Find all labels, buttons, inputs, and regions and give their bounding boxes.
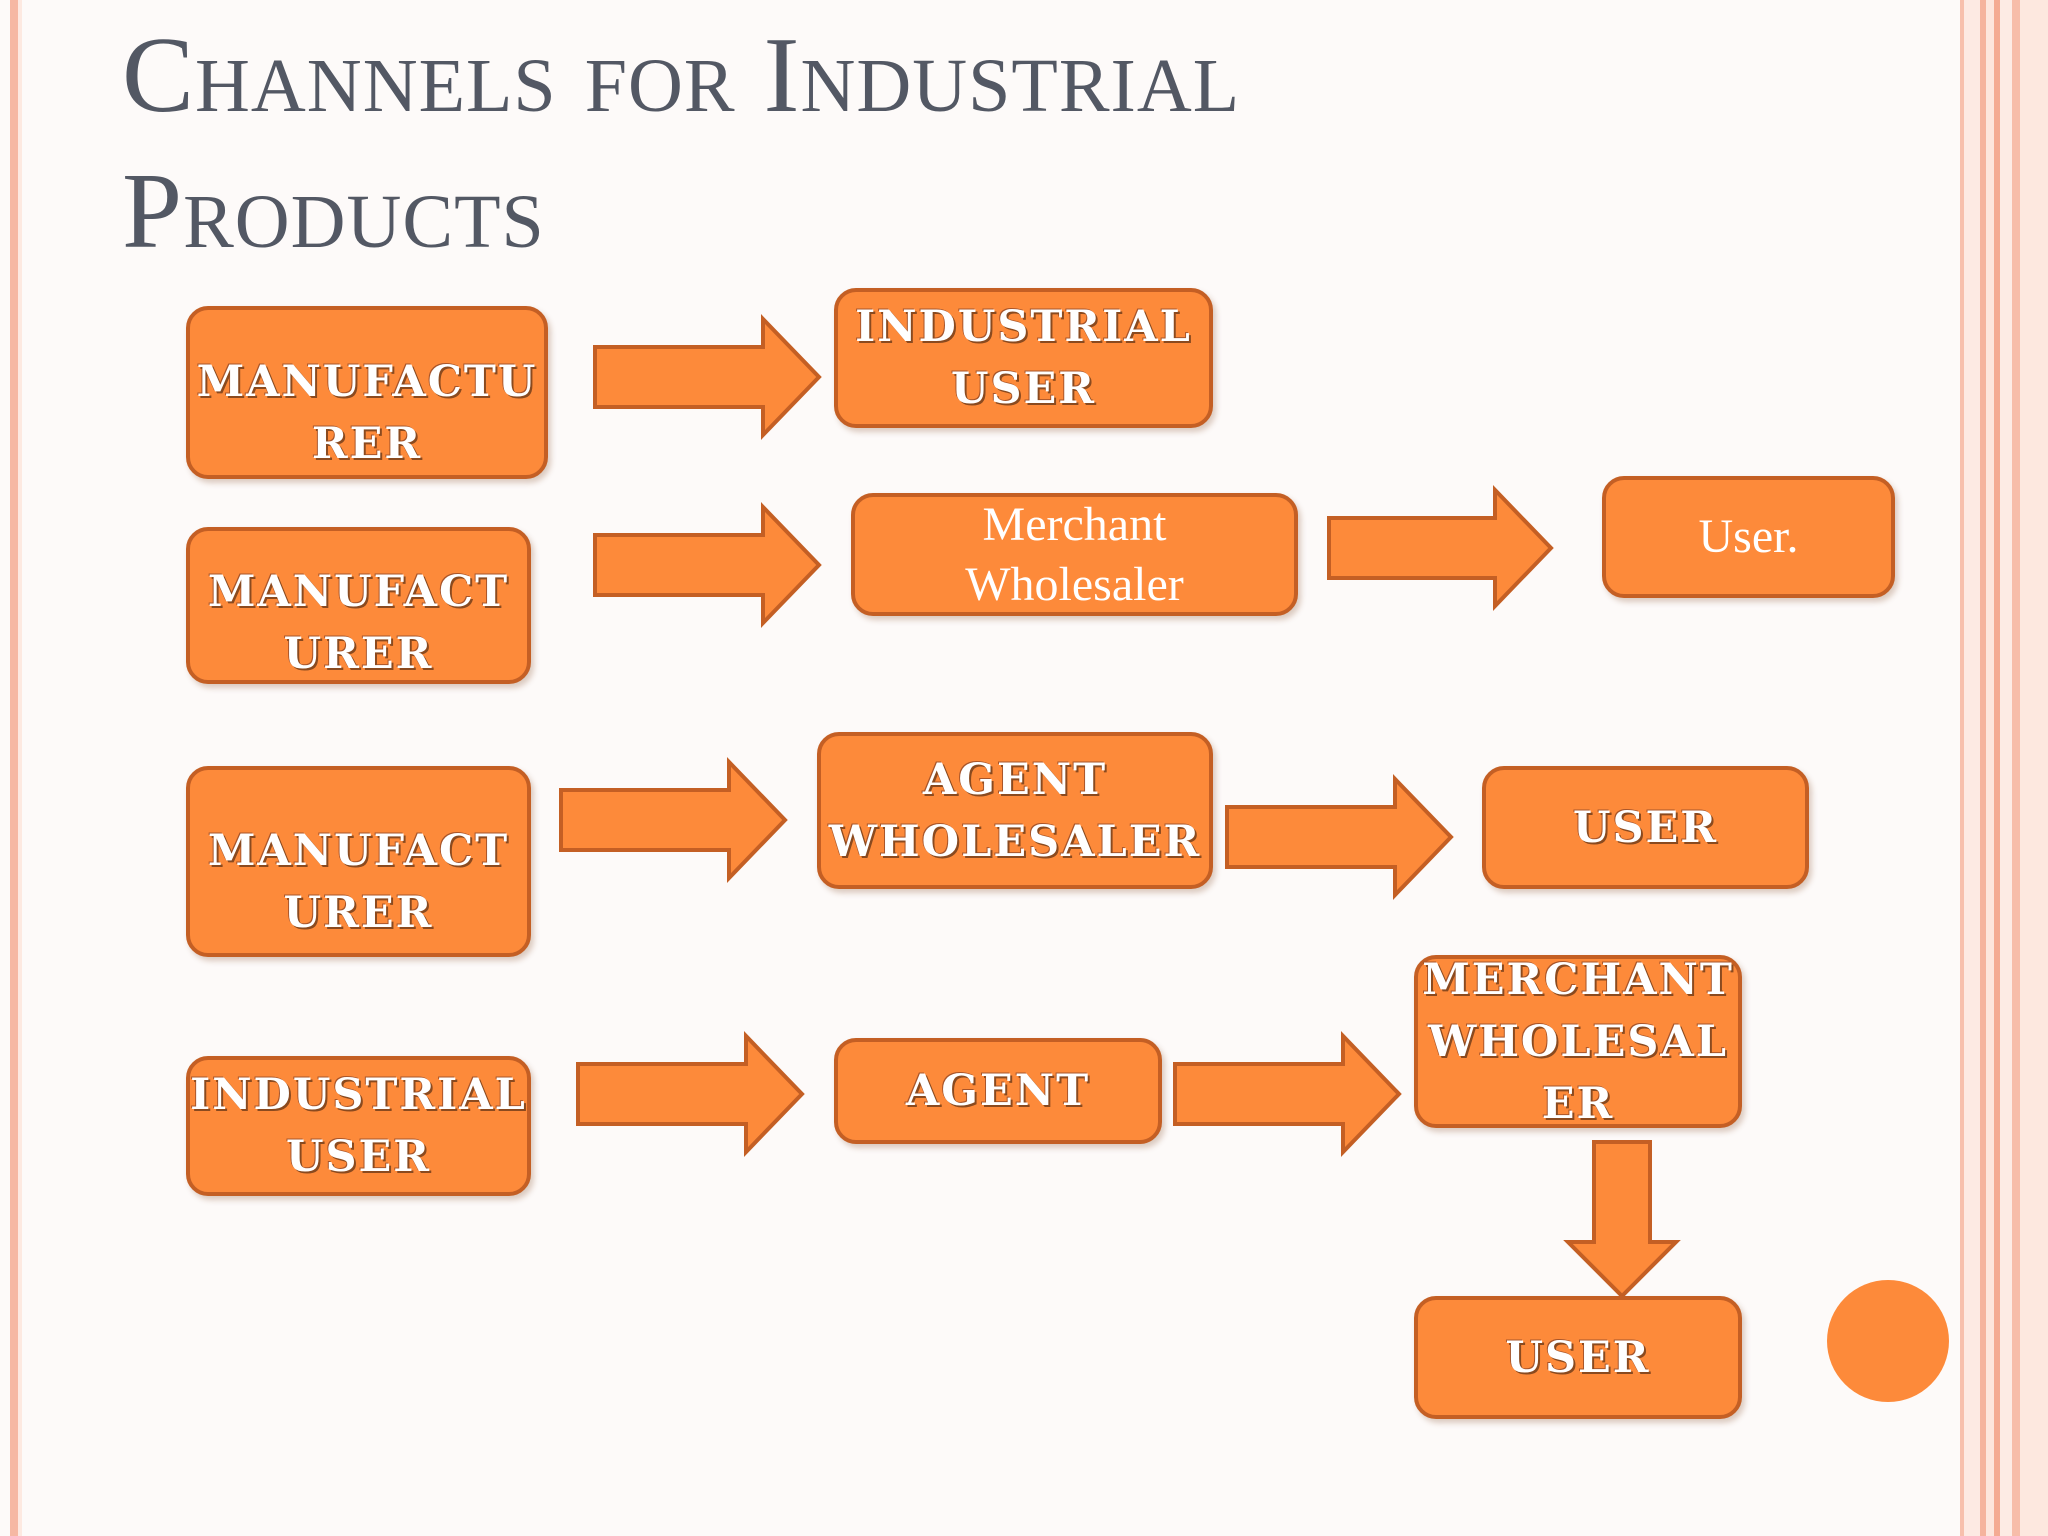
row3-user-label: USER: [1572, 802, 1719, 853]
slide-title: Channels for Industrial Products: [122, 8, 1240, 280]
row3-agent-wholesaler-line-2: WHOLESALER: [828, 816, 1202, 867]
row2-merchant-wholesaler-line-2: Wholesaler: [965, 557, 1184, 611]
row1-manufacturer-box: MANUFACTU RER: [186, 306, 548, 479]
row4-merchant-wholesaler-line-3: ER: [1541, 1078, 1615, 1129]
row2-user-box: User.: [1602, 476, 1895, 598]
row4-industrial-user-line-1: INDUSTRIAL: [190, 1070, 527, 1120]
row2-merchant-wholesaler-line-1: Merchant: [982, 497, 1167, 551]
slide-title-line-1: Channels for Industrial: [122, 16, 1241, 135]
row3-manufacturer-line-2: URER: [283, 887, 434, 938]
row4-merchant-wholesaler-line-2: WHOLESAL: [1427, 1016, 1729, 1067]
row4-agent-box: AGENT: [834, 1038, 1162, 1144]
slide-title-line-2: Products: [122, 152, 545, 271]
row4-user-box: USER: [1414, 1296, 1742, 1419]
row4-industrial-user-box: INDUSTRIAL USER: [186, 1056, 531, 1196]
row2-arrow-right-2: [1327, 485, 1554, 611]
row1-arrow-right: [593, 314, 822, 440]
row3-agent-wholesaler-box: AGENT WHOLESALER: [817, 732, 1213, 889]
row4-industrial-user-line-2: USER: [285, 1132, 432, 1182]
row1-industrial-user-box: INDUSTRIAL USER: [834, 288, 1213, 428]
row2-manufacturer-box: MANUFACT URER: [186, 527, 531, 684]
row3-manufacturer-line-1: MANUFACT: [207, 825, 510, 876]
row1-industrial-user-line-1: INDUSTRIAL: [855, 302, 1192, 352]
row4-arrow-down: [1563, 1140, 1681, 1299]
left-border-decoration: [0, 0, 22, 1536]
row4-user-label: USER: [1505, 1332, 1651, 1383]
row3-arrow-right-2: [1225, 774, 1454, 900]
row4-agent-label: AGENT: [905, 1066, 1091, 1116]
row2-manufacturer-line-1: MANUFACT: [207, 566, 510, 617]
row2-merchant-wholesaler-box: Merchant Wholesaler: [851, 493, 1298, 616]
row1-manufacturer-line-1: MANUFACTU: [196, 356, 538, 407]
decorative-circle: [1827, 1280, 1949, 1402]
row1-manufacturer-line-2: RER: [311, 418, 423, 469]
row2-user-label: User.: [1698, 510, 1799, 563]
row4-merchant-wholesaler-box: MERCHANT WHOLESAL ER: [1414, 955, 1742, 1129]
row4-arrow-right-1: [576, 1031, 805, 1157]
row3-arrow-right-1: [559, 757, 788, 883]
row4-arrow-right-2: [1173, 1031, 1402, 1157]
row2-manufacturer-line-2: URER: [283, 628, 434, 679]
right-border-decoration: [1960, 0, 2048, 1536]
row2-arrow-right-1: [593, 502, 822, 628]
row3-user-box: USER: [1482, 766, 1809, 889]
row3-manufacturer-box: MANUFACT URER: [186, 766, 531, 957]
row1-industrial-user-line-2: USER: [950, 364, 1097, 414]
row3-agent-wholesaler-line-1: AGENT: [922, 754, 1108, 805]
row4-merchant-wholesaler-line-1: MERCHANT: [1422, 954, 1734, 1005]
